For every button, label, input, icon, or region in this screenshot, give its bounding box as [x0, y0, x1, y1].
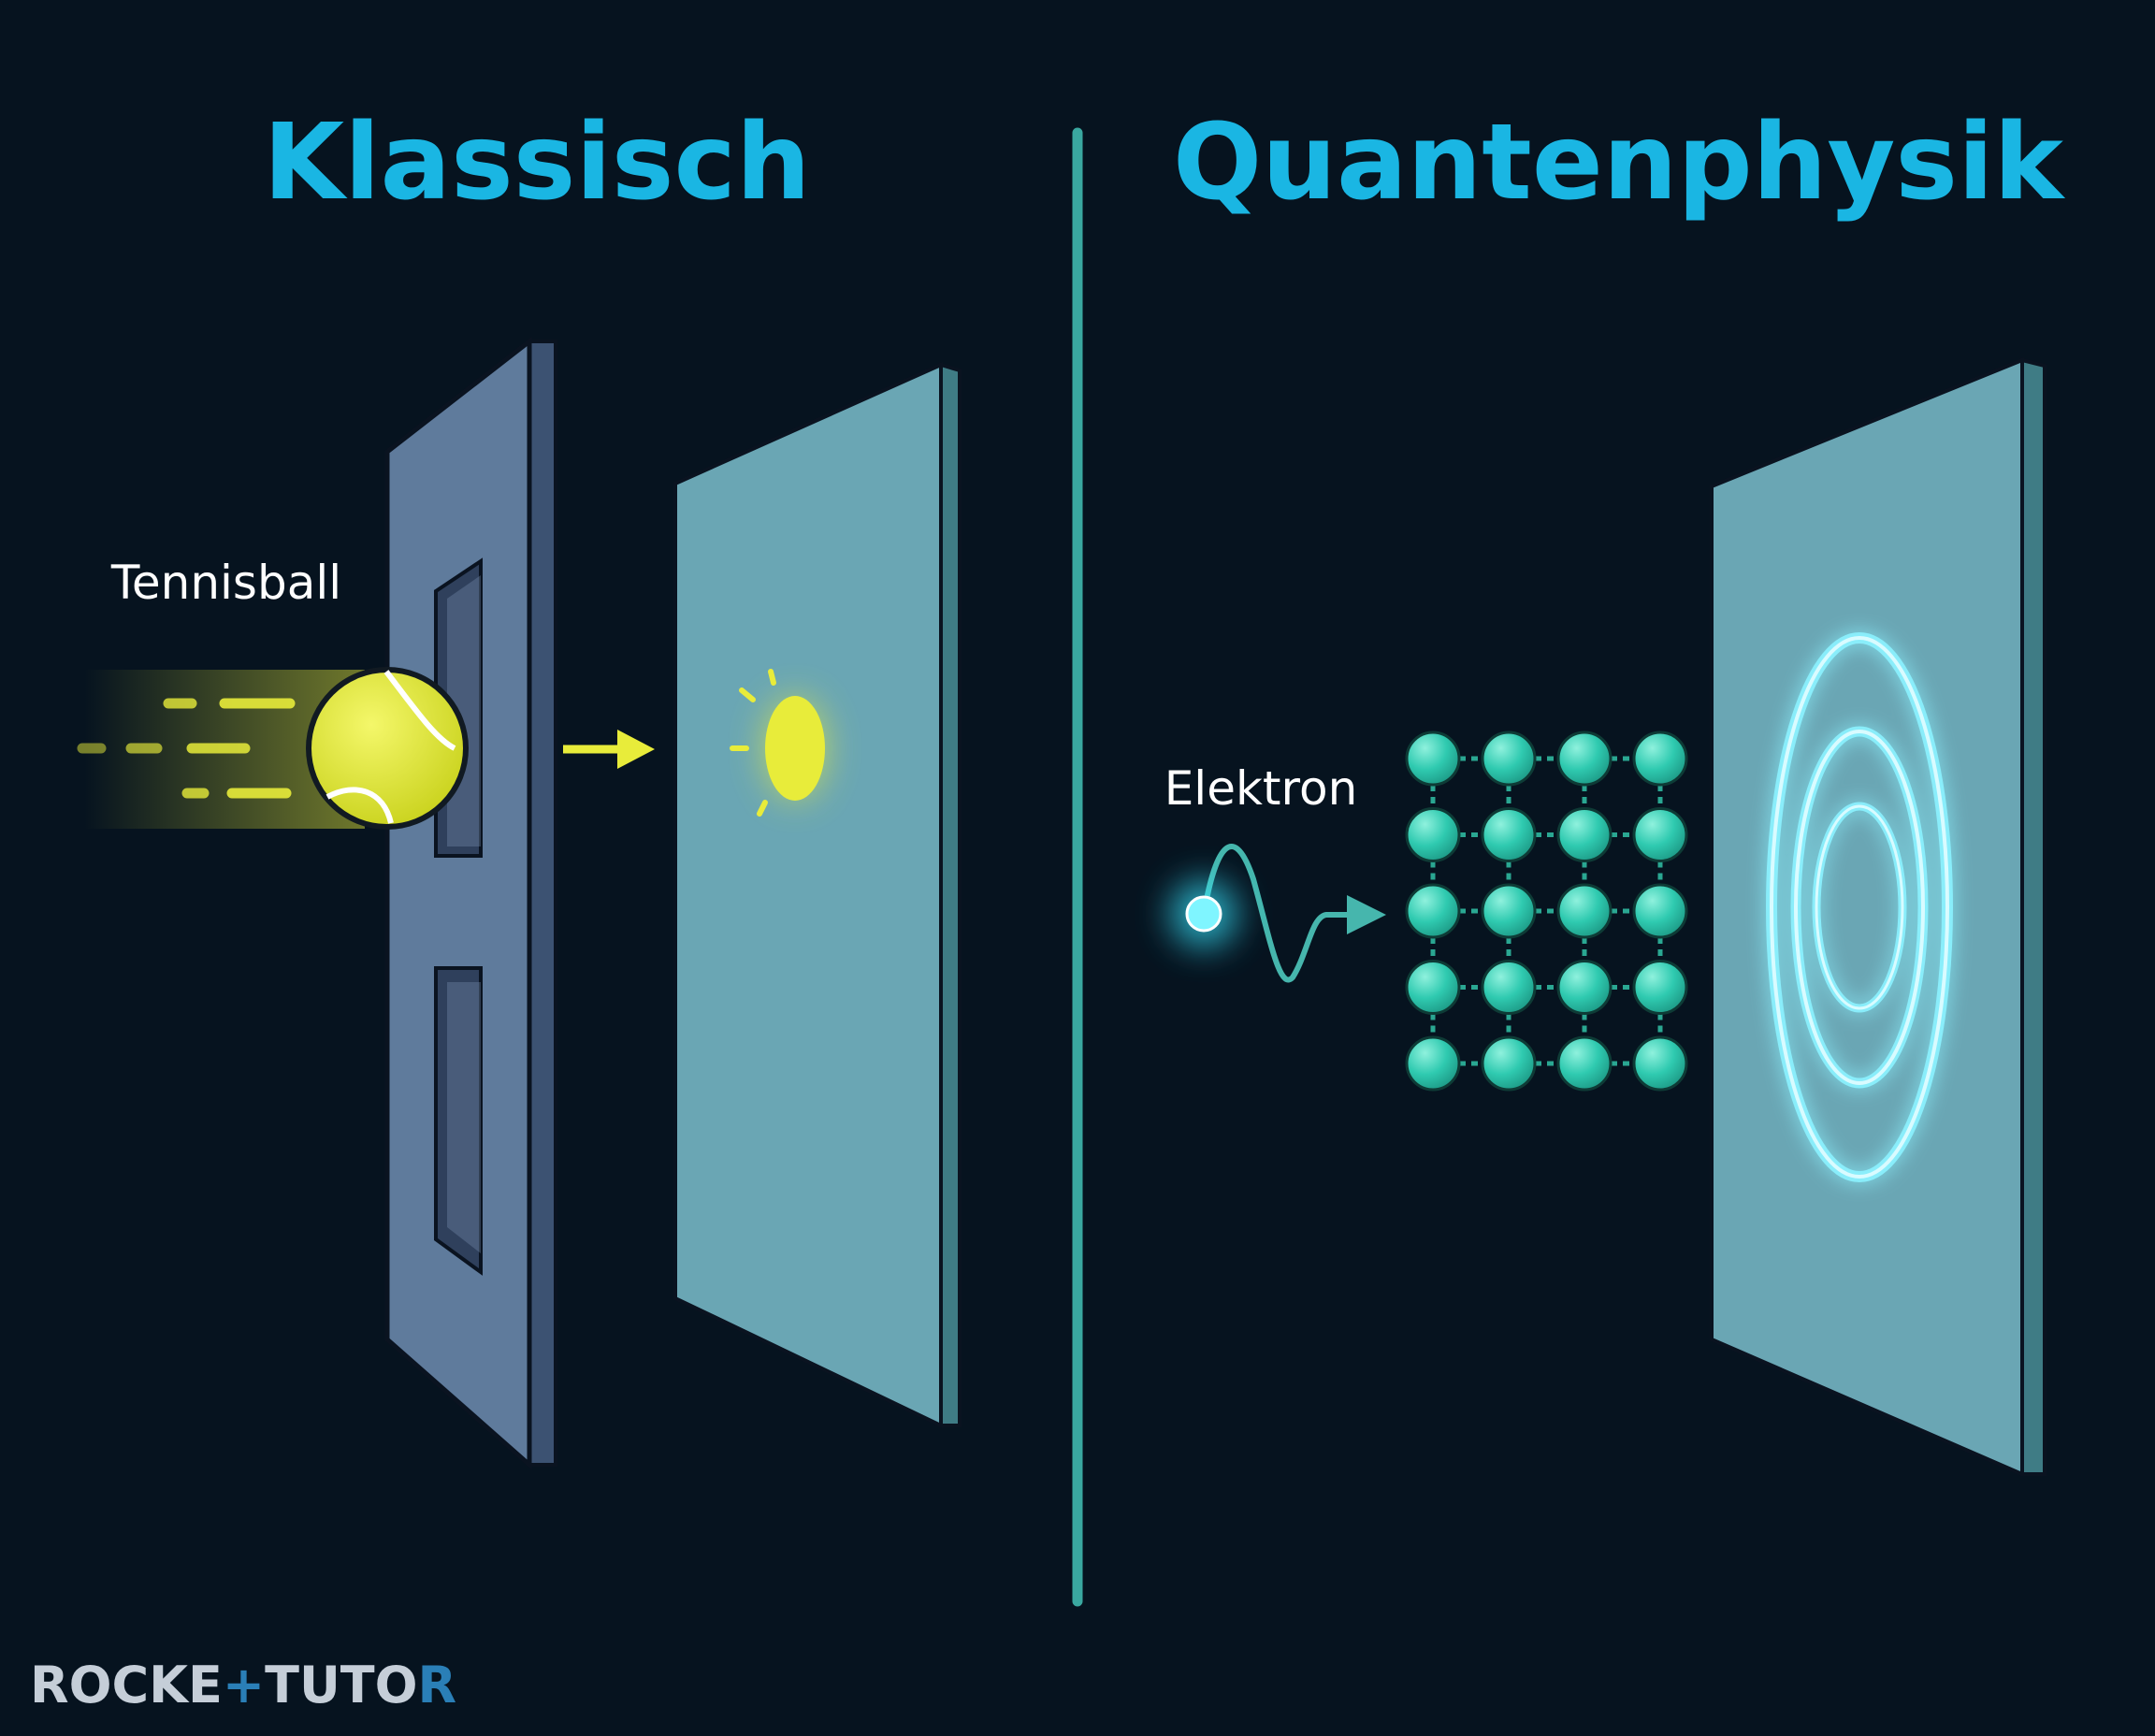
logo-plus-icon: +: [223, 1656, 265, 1714]
interference-pattern: [1766, 632, 1953, 1182]
lattice-atom: [1405, 731, 1461, 787]
lattice-atom: [1481, 1035, 1537, 1092]
lattice-atom: [1632, 731, 1688, 787]
lattice-atom: [1556, 1035, 1613, 1092]
rocket-tutor-logo: ROCKE+TUTOR: [30, 1656, 456, 1714]
arrow-classical: [563, 730, 655, 769]
lattice-atom: [1405, 960, 1461, 1015]
logo-text-part1: ROCKE: [30, 1656, 223, 1714]
lattice-atom: [1632, 960, 1688, 1015]
impact-spot: [730, 669, 827, 817]
lattice-atom: [1556, 731, 1613, 787]
logo-text: ROCKE+TUTOR: [30, 1656, 456, 1714]
logo-text-part2: TUTO: [265, 1656, 417, 1714]
ball-motion-trail: [77, 670, 365, 829]
lattice-atom: [1481, 960, 1537, 1015]
electron-wave: [1201, 844, 1386, 983]
electron-icon: [1170, 880, 1237, 948]
lattice-atom: [1481, 731, 1537, 787]
crystal-lattice: [1405, 731, 1688, 1092]
double-slit-barrier: [384, 336, 557, 1470]
lattice-atom: [1405, 883, 1461, 939]
lattice-atom: [1556, 960, 1613, 1015]
lattice-atom: [1405, 807, 1461, 862]
tennis-ball-icon: [306, 667, 469, 830]
lattice-atom: [1481, 883, 1537, 939]
lattice-atom: [1556, 807, 1613, 862]
detector-screen-quantum: [1710, 357, 2047, 1478]
heading-quantum: Quantenphysik: [1173, 102, 2065, 224]
lattice-atom: [1632, 1035, 1688, 1092]
lattice-atom: [1632, 807, 1688, 862]
lattice-atom: [1632, 883, 1688, 939]
tennis-ball-label: Tennisball: [110, 556, 341, 610]
lattice-atom: [1481, 807, 1537, 862]
electron-label: Elektron: [1164, 761, 1358, 816]
logo-text-part3: R: [418, 1656, 457, 1714]
heading-classical: Klassisch: [263, 102, 810, 224]
lattice-atom: [1556, 883, 1613, 939]
slit-bottom: [434, 966, 483, 1276]
lattice-atom: [1405, 1035, 1461, 1092]
detector-screen-classical: [673, 361, 962, 1429]
